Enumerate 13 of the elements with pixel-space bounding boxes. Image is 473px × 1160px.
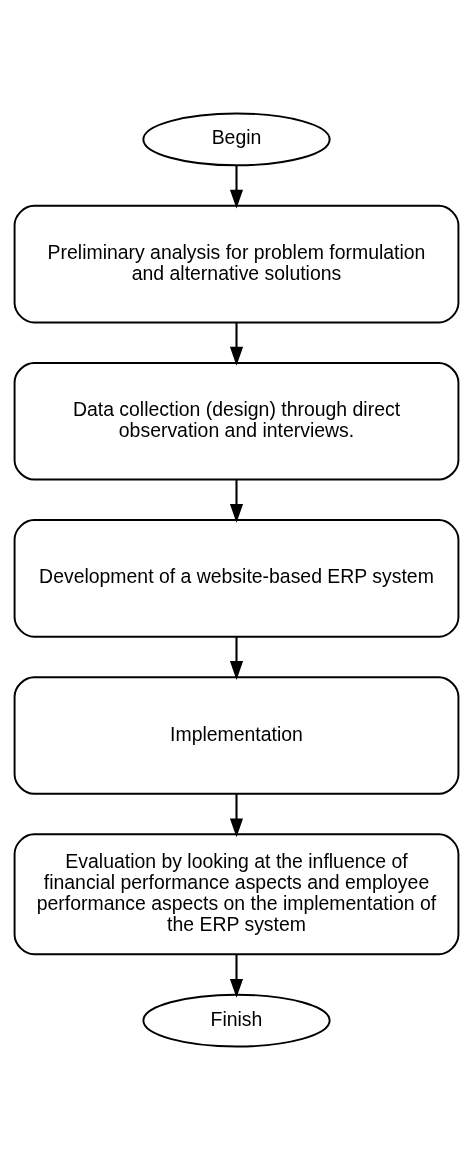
arrow — [229, 165, 244, 209]
node-ellipse: Finish — [142, 993, 331, 1048]
arrow — [229, 479, 244, 523]
arrow — [229, 636, 244, 680]
node-box: Development of a website-based ERP system — [13, 519, 460, 638]
node-box: Evaluation by looking at the influence of financial performance aspects and employee performance aspects on the implementation of the ERP system — [13, 833, 460, 956]
arrow — [229, 794, 244, 838]
arrow — [229, 954, 244, 998]
node-box: Preliminary analysis for problem formulation and alternative solutions — [13, 204, 460, 324]
node-box: Data collection (design) through direct observation and interviews. — [13, 361, 460, 481]
arrow — [229, 322, 244, 366]
node-box: Implementation — [13, 676, 460, 795]
node-ellipse: Begin — [142, 112, 331, 167]
